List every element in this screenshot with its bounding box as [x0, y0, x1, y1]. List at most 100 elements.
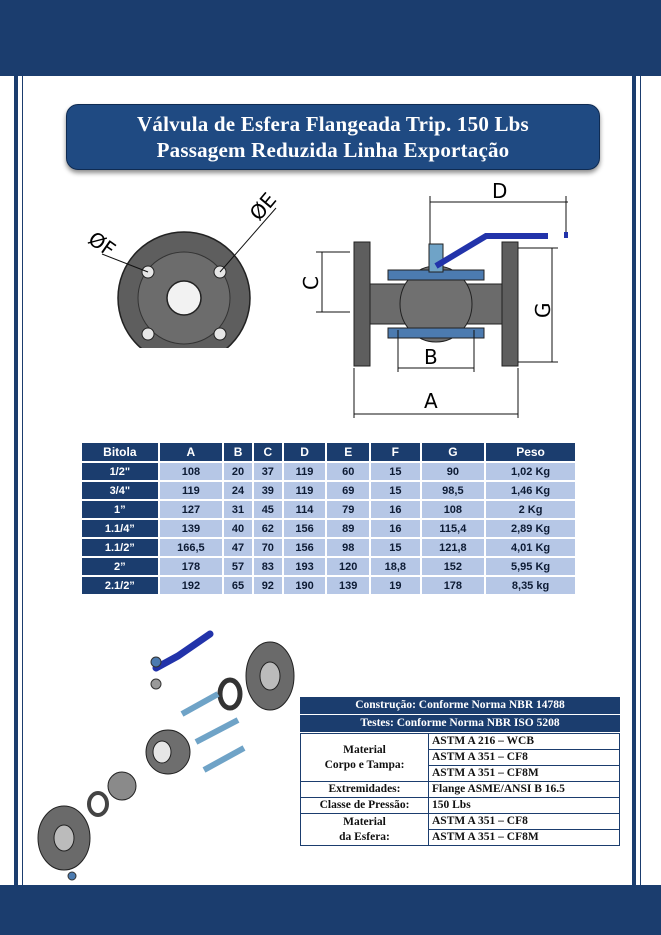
title-box: Válvula de Esfera Flangeada Trip. 150 Lb… — [66, 104, 600, 170]
table-cell: 79 — [327, 501, 370, 518]
table-row: Extremidades: Flange ASME/ANSI B 16.5 — [300, 781, 620, 798]
table-cell: 156 — [283, 520, 326, 537]
spec-tests: Testes: Conforme Norma NBR ISO 5208 — [300, 715, 620, 732]
table-row: Classe de Pressão: 150 Lbs — [300, 797, 620, 814]
bolt-hole-4 — [213, 327, 227, 341]
table-cell: 190 — [283, 577, 326, 594]
spec-construction: Construção: Conforme Norma NBR 14788 — [300, 697, 620, 714]
exploded-body-bore — [152, 740, 172, 764]
table-cell-bitola: 1.1/4” — [82, 520, 158, 537]
exploded-nut-3 — [67, 871, 77, 881]
body-bolts-bottom — [387, 327, 485, 339]
table-cell: 83 — [253, 558, 282, 575]
table-cell: 15 — [371, 539, 420, 556]
table-cell: 18,8 — [371, 558, 420, 575]
table-cell: 2 Kg — [486, 501, 575, 518]
spec-box: Construção: Conforme Norma NBR 14788 Tes… — [300, 697, 620, 846]
table-cell: 119 — [283, 482, 326, 499]
exploded-stud-3 — [202, 745, 246, 773]
table-cell: 98,5 — [421, 482, 485, 499]
table-cell: 120 — [327, 558, 370, 575]
table-header-row: Bitola A B C D E F G Peso — [82, 443, 575, 461]
table-cell: 1,46 Kg — [486, 482, 575, 499]
leader-f — [101, 253, 149, 273]
spec-table: Material Corpo e Tampa: ASTM A 216 – WCB… — [300, 733, 620, 846]
exploded-view-drawing — [37, 630, 295, 881]
table-cell: 119 — [159, 482, 223, 499]
side-view-drawing: D C B G A — [299, 179, 568, 418]
bolt-hole-3 — [141, 327, 155, 341]
label-e: ØE — [245, 188, 282, 225]
table-cell: 37 — [253, 463, 282, 480]
table-cell: 193 — [283, 558, 326, 575]
right-flange — [501, 241, 519, 367]
table-cell: 119 — [283, 463, 326, 480]
table-cell: 45 — [253, 501, 282, 518]
table-cell: 89 — [327, 520, 370, 537]
front-bore — [166, 280, 202, 316]
exploded-gasket-right — [217, 677, 243, 711]
table-cell: 57 — [224, 558, 252, 575]
table-header: E — [327, 443, 370, 461]
title-line-2: Passagem Reduzida Linha Exportação — [156, 138, 510, 162]
spec-label-body-material: Material Corpo e Tampa: — [300, 733, 429, 782]
table-cell: 60 — [327, 463, 370, 480]
spec-label-line: Corpo e Tampa: — [324, 758, 405, 771]
left-border-bar — [14, 0, 18, 935]
exploded-nut-2 — [150, 656, 162, 668]
label-c: C — [299, 276, 323, 290]
table-cell: 139 — [327, 577, 370, 594]
table-header: B — [224, 443, 252, 461]
exploded-handle — [152, 630, 214, 672]
table-cell: 4,01 Kg — [486, 539, 575, 556]
right-border-bar — [632, 0, 636, 935]
table-cell: 178 — [159, 558, 223, 575]
left-border-line — [22, 0, 23, 935]
right-border-line — [640, 0, 641, 935]
exploded-ball — [107, 771, 137, 801]
spec-value: ASTM A 351 – CF8 — [428, 813, 620, 830]
table-header: Peso — [486, 443, 575, 461]
table-cell: 16 — [371, 520, 420, 537]
bottom-band — [0, 885, 661, 935]
table-cell: 156 — [283, 539, 326, 556]
exploded-stud-1 — [180, 691, 220, 717]
table-cell: 92 — [253, 577, 282, 594]
table-cell-bitola: 1/2" — [82, 463, 158, 480]
spec-label-pressure: Classe de Pressão: — [300, 797, 429, 814]
exploded-nut-1 — [150, 678, 162, 690]
spec-value: 150 Lbs — [428, 797, 620, 814]
spec-value: ASTM A 351 – CF8M — [428, 765, 620, 782]
table-cell: 40 — [224, 520, 252, 537]
table-cell: 31 — [224, 501, 252, 518]
table-cell: 90 — [421, 463, 485, 480]
left-flange — [353, 241, 371, 367]
table-cell: 8,35 kg — [486, 577, 575, 594]
table-cell: 39 — [253, 482, 282, 499]
table-cell: 121,8 — [421, 539, 485, 556]
handle — [434, 233, 548, 269]
table-cell: 70 — [253, 539, 282, 556]
table-row: Material Corpo e Tampa: ASTM A 216 – WCB — [300, 733, 620, 782]
spec-label-line: Material — [343, 815, 386, 828]
table-row: Material da Esfera: ASTM A 351 – CF8 — [300, 813, 620, 846]
table-row: ASTM A 351 – CF8M — [301, 765, 620, 782]
table-header: Bitola — [82, 443, 158, 461]
label-d: D — [492, 179, 507, 203]
table-cell: 15 — [371, 482, 420, 499]
table-cell: 19 — [371, 577, 420, 594]
table-cell: 127 — [159, 501, 223, 518]
title-line-1: Válvula de Esfera Flangeada Trip. 150 Lb… — [137, 112, 529, 136]
table-header: F — [371, 443, 420, 461]
handle-tip — [564, 232, 568, 238]
table-cell: 5,95 Kg — [486, 558, 575, 575]
table-cell-bitola: 2.1/2” — [82, 577, 158, 594]
table-row: ASTM A 351 – CF8M — [301, 829, 620, 846]
